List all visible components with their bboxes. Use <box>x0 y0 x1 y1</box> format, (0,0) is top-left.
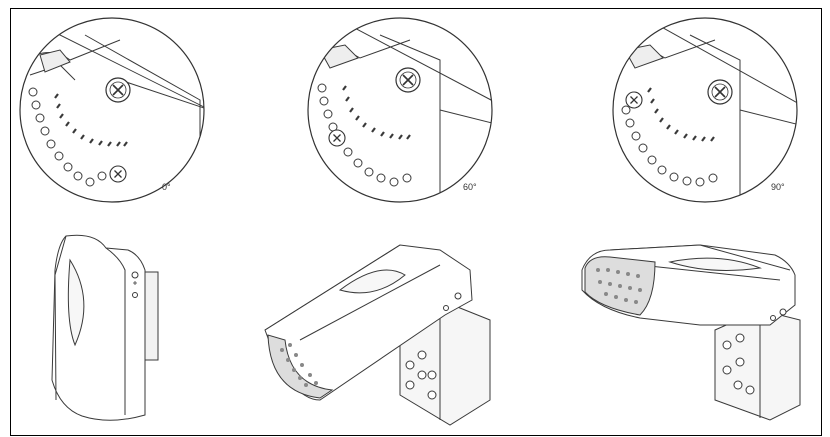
angle-label-0: 0° <box>162 182 171 192</box>
diagram-frame <box>10 8 822 436</box>
detail-circle-90deg: 90° <box>612 17 798 203</box>
pivot-screw-icon <box>105 77 131 103</box>
detail-circle-0deg: 0° <box>19 17 205 203</box>
fixture-60deg <box>264 244 491 426</box>
pivot-screw-icon <box>395 67 421 93</box>
angle-label-90: 90° <box>771 182 785 192</box>
fixture-90deg <box>581 244 801 421</box>
detail-circle-60deg: 60° <box>307 17 493 203</box>
pivot-screw-icon <box>707 79 733 105</box>
fixture-0deg <box>51 234 159 421</box>
lock-screw-icon <box>109 165 127 183</box>
angle-label-60: 60° <box>463 182 477 192</box>
lock-screw-icon <box>625 91 643 109</box>
lock-screw-icon <box>328 129 346 147</box>
